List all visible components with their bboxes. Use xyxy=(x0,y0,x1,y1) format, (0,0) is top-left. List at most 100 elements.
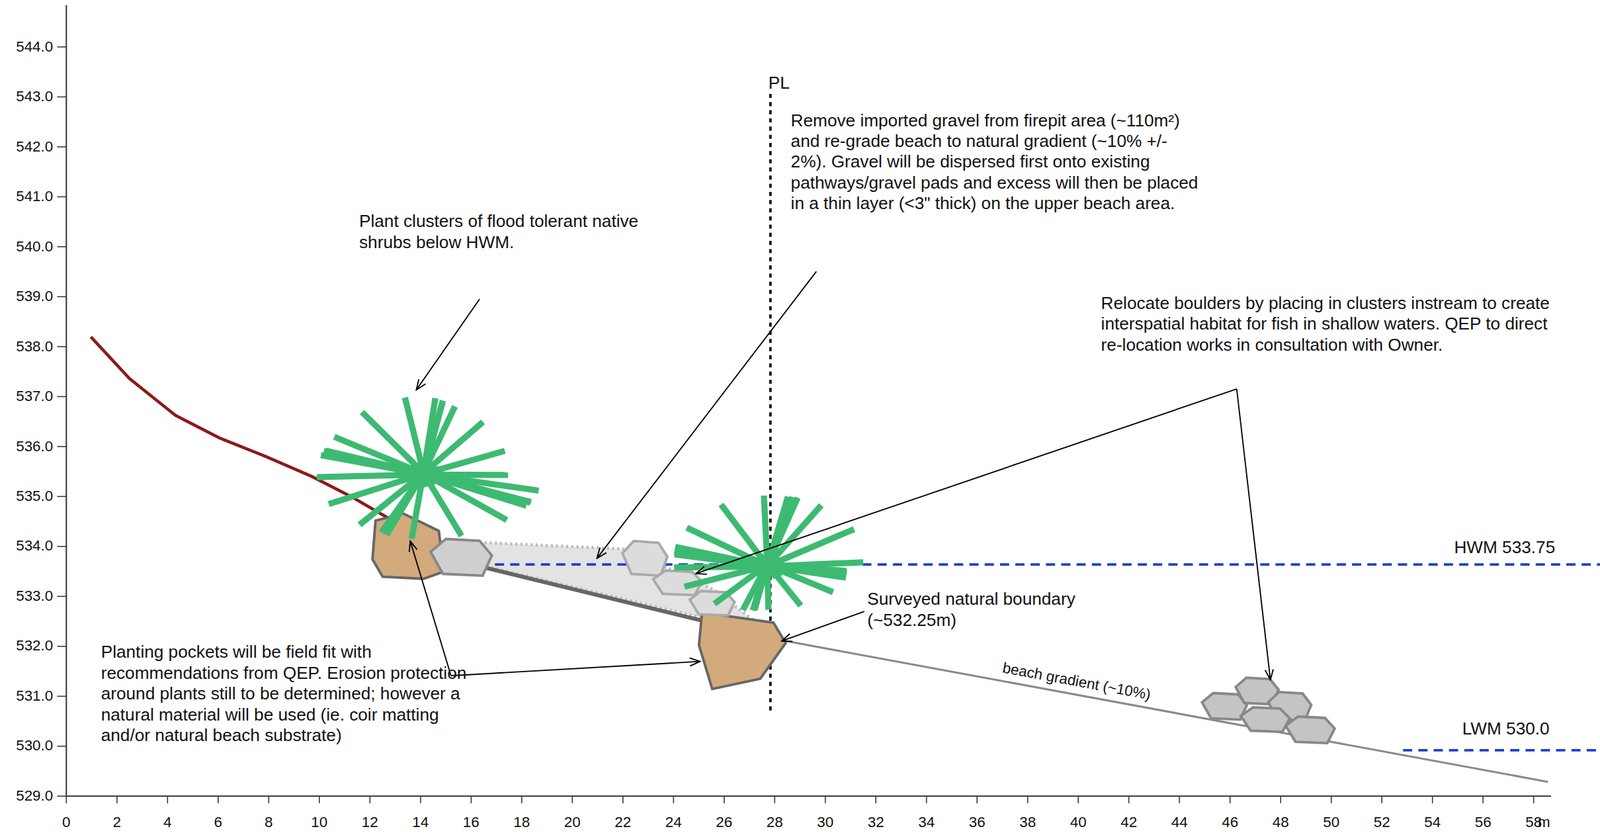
tick-mark xyxy=(56,96,67,98)
tick-mark xyxy=(56,795,67,798)
property-line-label: PL xyxy=(768,72,790,94)
distance-tick-label: 8 xyxy=(264,813,273,832)
tick-mark xyxy=(56,46,67,48)
leader-line xyxy=(597,271,817,558)
elevation-tick-label: 544.0 xyxy=(15,38,53,57)
boulder xyxy=(622,541,668,576)
shrub xyxy=(673,495,864,611)
tick-mark xyxy=(1533,795,1535,803)
tick-mark xyxy=(56,595,67,598)
distance-tick-label: 20 xyxy=(564,813,581,832)
boulder xyxy=(1240,707,1290,732)
tick-mark xyxy=(521,795,523,803)
tick-mark xyxy=(369,795,372,803)
leader-line xyxy=(451,661,700,676)
y-axis xyxy=(65,5,67,797)
tick-mark xyxy=(56,445,67,448)
tick-mark xyxy=(571,795,573,803)
elevation-tick-label: 534.0 xyxy=(15,537,53,555)
elevation-tick-label: 533.0 xyxy=(15,587,53,606)
tick-mark xyxy=(1229,795,1231,803)
tick-mark xyxy=(217,795,219,803)
lwm-label: LWM 530.0 xyxy=(1462,718,1550,739)
tick-mark xyxy=(56,396,67,398)
tick-mark xyxy=(420,795,422,803)
shrub-stem xyxy=(404,471,508,479)
distance-tick-label: 46 xyxy=(1221,813,1239,832)
tick-mark xyxy=(56,146,67,148)
boundary-note: Surveyed natural boundary (~532.25m) xyxy=(867,588,1135,631)
tick-mark xyxy=(56,695,67,698)
planting-pocket xyxy=(372,513,444,579)
leader-line xyxy=(416,298,480,390)
distance-tick-label: 26 xyxy=(715,813,733,832)
elevation-tick-label: 542.0 xyxy=(15,138,53,157)
tick-mark xyxy=(56,196,67,198)
hwm-label: HWM 533.75 xyxy=(1453,537,1556,558)
distance-tick-label: 38 xyxy=(1019,813,1036,832)
tick-mark xyxy=(56,345,67,348)
tick-mark xyxy=(66,795,68,803)
elevation-tick-label: 530.0 xyxy=(15,736,53,755)
distance-tick-label: 32 xyxy=(867,813,885,832)
tick-mark xyxy=(56,645,67,647)
distance-tick-label: 54 xyxy=(1424,813,1441,832)
gradient-label: beach gradient (~10%) xyxy=(1000,659,1152,705)
tick-mark xyxy=(1077,795,1079,803)
tick-mark xyxy=(318,795,321,803)
distance-tick-label: 34 xyxy=(918,813,935,832)
distance-tick-label: 30 xyxy=(816,813,834,832)
distance-tick-label: 4 xyxy=(163,813,172,832)
elevation-tick-label: 535.0 xyxy=(15,487,53,506)
distance-tick-label: 18 xyxy=(513,813,530,832)
tick-mark xyxy=(56,296,67,298)
leader-line xyxy=(781,611,865,641)
elevation-tick-label: 541.0 xyxy=(15,187,53,206)
beach-gradient-line xyxy=(785,640,1548,782)
elevation-tick-label: 529.0 xyxy=(15,787,53,805)
shrub-note: Plant clusters of flood tolerant native … xyxy=(359,210,651,253)
boulder xyxy=(1285,716,1335,743)
distance-tick-label: 28 xyxy=(766,813,784,832)
distance-tick-label: 24 xyxy=(665,813,682,832)
x-axis xyxy=(66,795,1552,797)
tick-mark xyxy=(1128,795,1130,803)
tick-mark xyxy=(773,795,776,803)
tick-mark xyxy=(976,795,978,803)
tick-mark xyxy=(56,496,67,498)
distance-tick-label: 2 xyxy=(113,813,122,832)
distance-tick-label: 0 xyxy=(62,813,71,832)
distance-tick-label: 16 xyxy=(463,813,480,832)
planting-note: Planting pockets will be field fit with … xyxy=(101,641,479,746)
tick-mark xyxy=(56,246,67,248)
distance-tick-label: 14 xyxy=(412,813,429,832)
distance-tick-label: 52 xyxy=(1373,813,1391,832)
elevation-tick-label: 543.0 xyxy=(15,87,53,106)
unit-label: m xyxy=(1537,813,1551,832)
gravel-note: Remove imported gravel from firepit area… xyxy=(791,110,1205,215)
tick-mark xyxy=(622,795,624,803)
tick-mark xyxy=(672,795,674,803)
elevation-tick-label: 536.0 xyxy=(15,437,53,456)
tick-mark xyxy=(1178,795,1180,803)
distance-tick-label: 56 xyxy=(1474,813,1492,832)
boulder xyxy=(430,539,493,577)
tick-mark xyxy=(1330,795,1333,803)
distance-tick-label: 42 xyxy=(1120,813,1137,832)
distance-tick-label: 22 xyxy=(614,813,632,832)
elevation-tick-label: 540.0 xyxy=(15,238,53,256)
tick-mark xyxy=(1431,795,1434,803)
planting-pocket xyxy=(699,612,786,690)
elevation-tick-label: 539.0 xyxy=(15,287,53,306)
elevation-tick-label: 531.0 xyxy=(15,687,53,706)
tick-mark xyxy=(470,795,473,803)
distance-tick-label: 44 xyxy=(1171,813,1188,832)
tick-mark xyxy=(1279,795,1282,803)
distance-tick-label: 6 xyxy=(214,813,223,832)
tick-mark xyxy=(1027,795,1029,803)
distance-tick-label: 36 xyxy=(968,813,986,832)
leader-line xyxy=(695,388,1237,574)
tick-mark xyxy=(167,795,169,803)
property-line xyxy=(769,93,772,712)
